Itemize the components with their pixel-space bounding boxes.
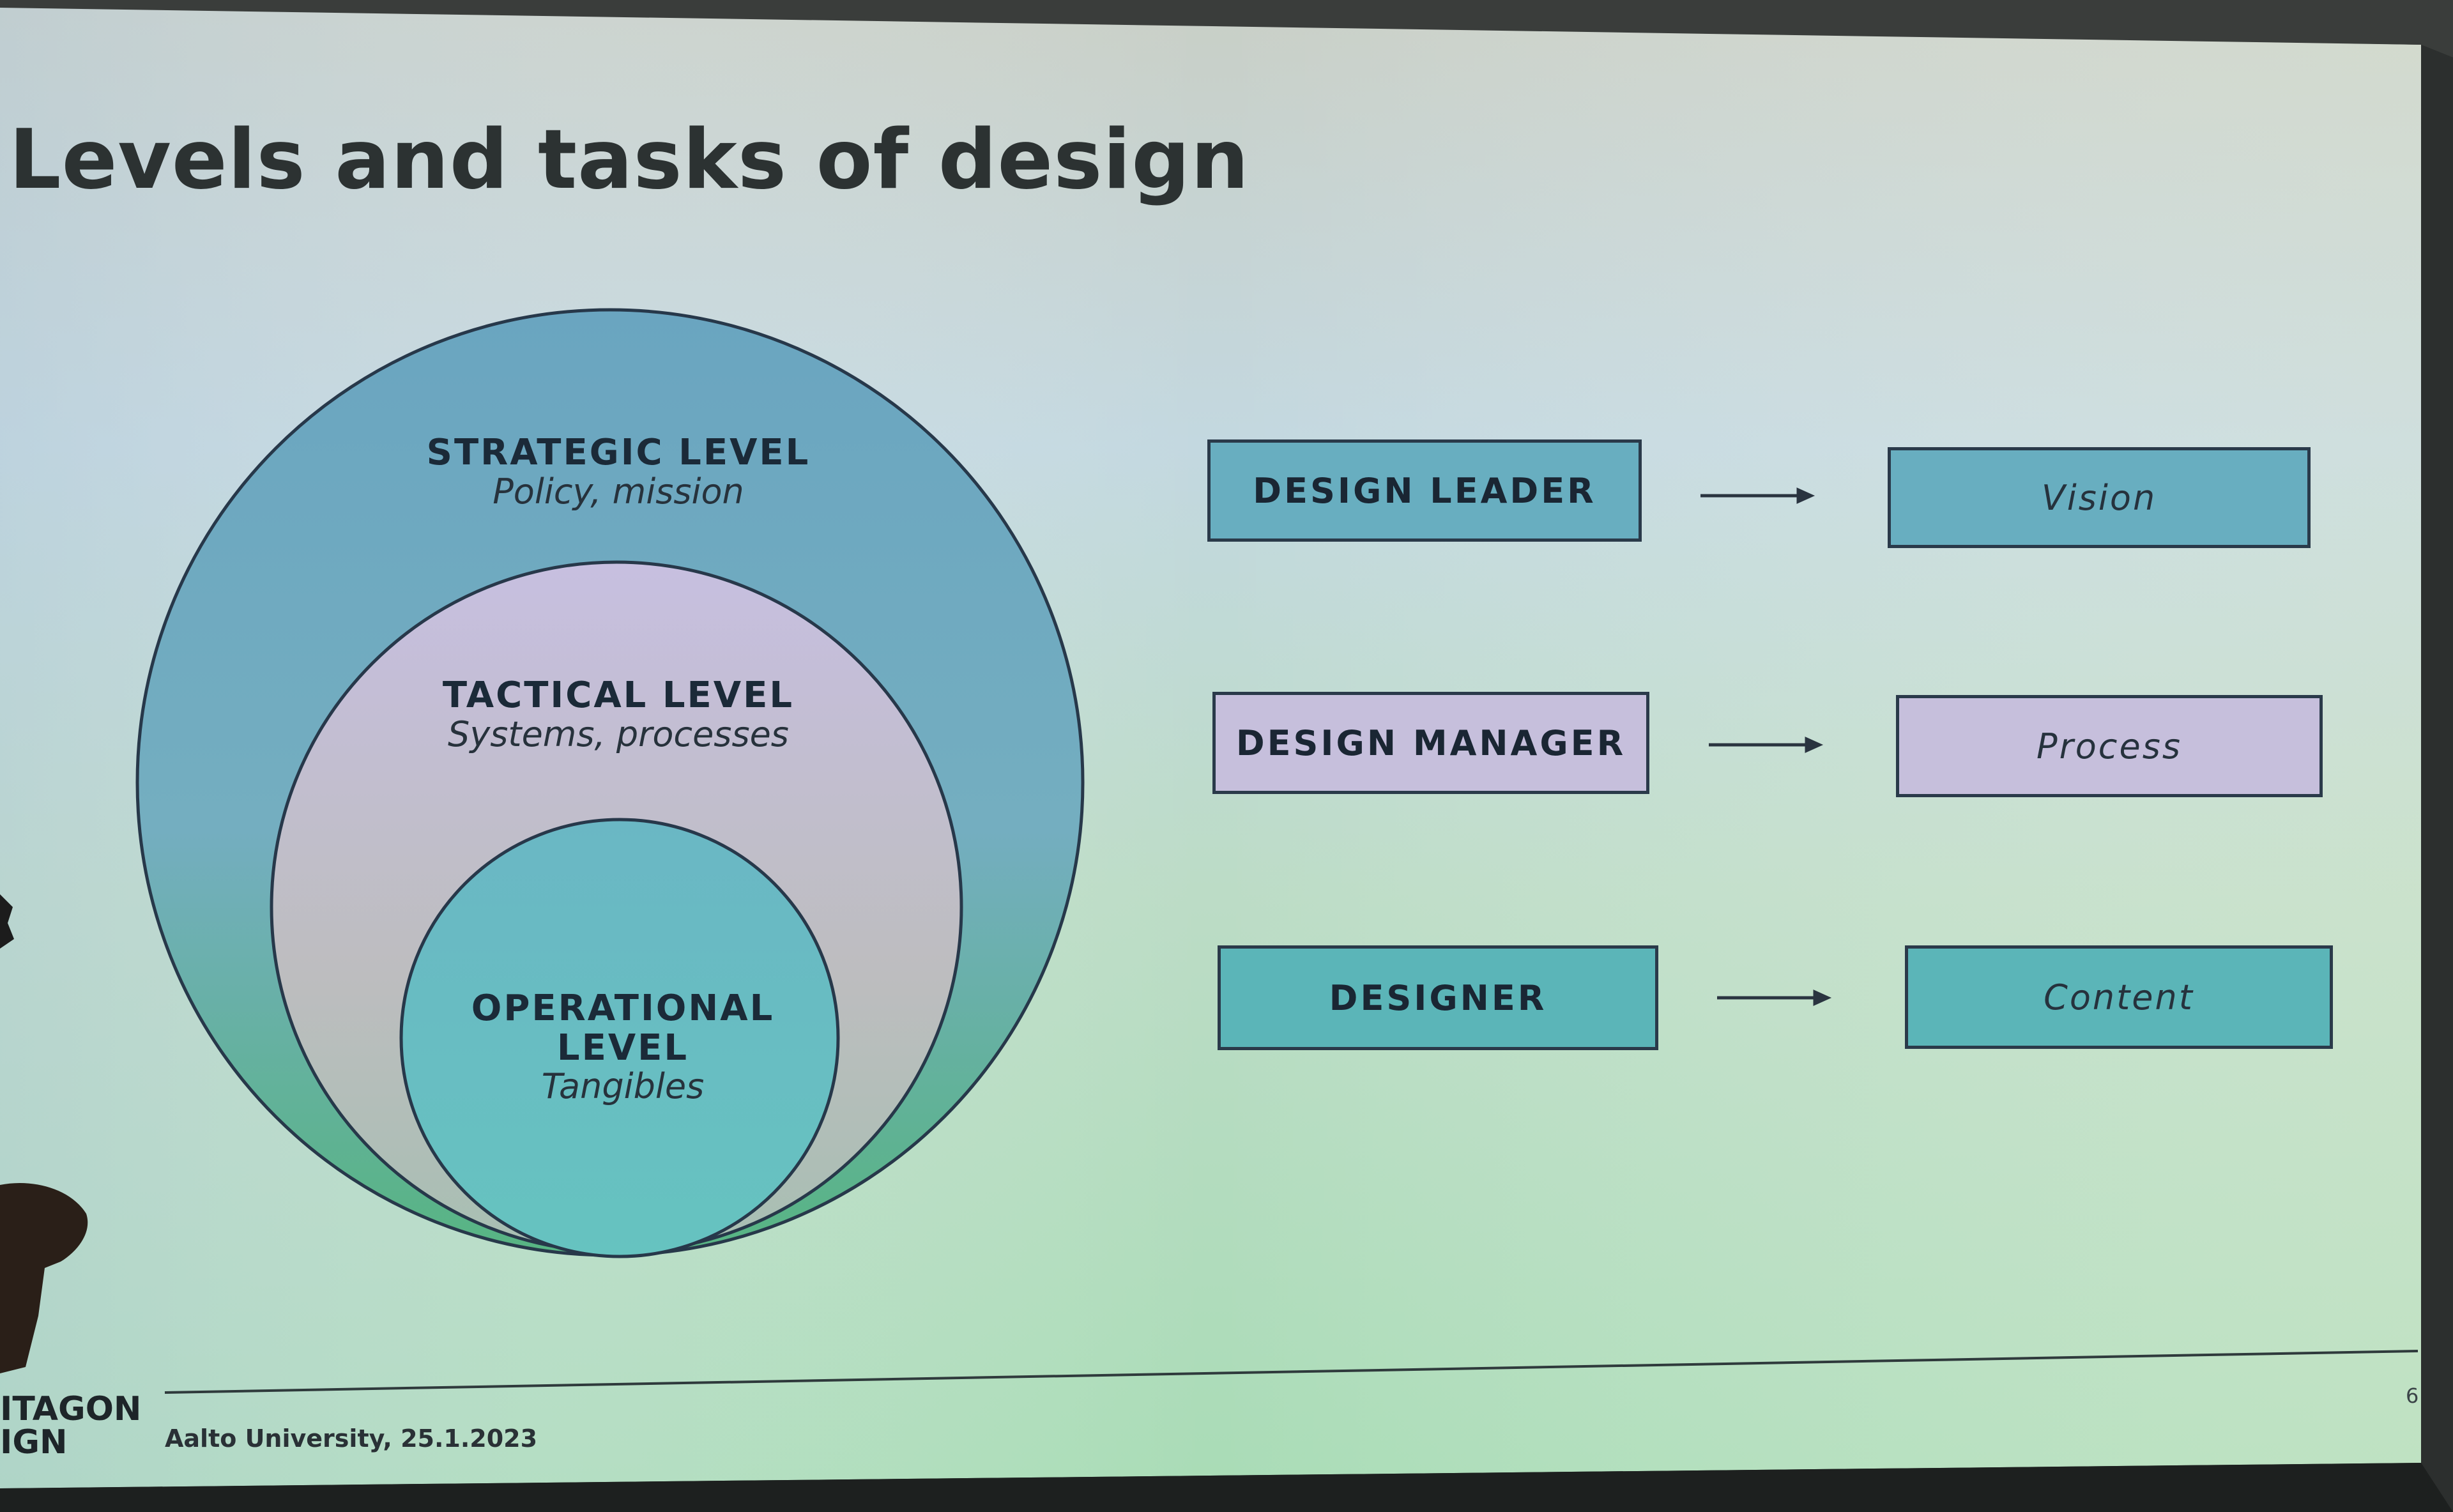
presenter-edge xyxy=(0,894,14,949)
operational-level-label: OPERATIONAL LEVEL Tangibles xyxy=(471,989,775,1106)
frame-bottom xyxy=(0,1463,2453,1512)
operational-level-subtitle: Tangibles xyxy=(541,1066,705,1107)
tactical-level-subtitle: Systems, processes xyxy=(448,714,789,754)
design-leader-label: DESIGN LEADER xyxy=(1253,470,1596,511)
design-leader-box: DESIGN LEADER xyxy=(1207,439,1642,542)
frame-top xyxy=(0,0,2453,57)
process-label: Process xyxy=(2037,726,2182,767)
footer-brand-line2: IGN xyxy=(0,1423,68,1462)
arrow-head-3 xyxy=(1813,989,1832,1006)
strategic-level-label: STRATEGIC LEVEL Policy, mission xyxy=(427,433,811,510)
footer-date: Aalto University, 25.1.2023 xyxy=(165,1424,538,1453)
operational-level-title-line2: LEVEL xyxy=(556,1027,689,1069)
design-manager-box: DESIGN MANAGER xyxy=(1212,692,1649,794)
footer-brand-line1: ITAGON xyxy=(0,1390,142,1428)
page-number: 6 xyxy=(2406,1384,2419,1408)
page-title: Levels and tasks of design xyxy=(9,112,1249,208)
operational-level-title-line1: OPERATIONAL xyxy=(471,988,775,1029)
designer-box: DESIGNER xyxy=(1218,945,1658,1050)
process-box: Process xyxy=(1896,695,2323,797)
content-box: Content xyxy=(1905,945,2333,1049)
tactical-level-title: TACTICAL LEVEL xyxy=(442,675,795,716)
operational-circle xyxy=(399,818,840,1258)
presenter-hand xyxy=(0,1183,88,1373)
footer-divider xyxy=(164,1350,2419,1394)
footer-brand-logo: ITAGON IGN xyxy=(0,1393,141,1459)
vision-box: Vision xyxy=(1888,447,2311,548)
frame-right xyxy=(2421,45,2453,1512)
strategic-level-subtitle: Policy, mission xyxy=(493,471,744,512)
vision-label: Vision xyxy=(2041,477,2157,518)
design-manager-label: DESIGN MANAGER xyxy=(1235,722,1626,763)
tactical-level-label: TACTICAL LEVEL Systems, processes xyxy=(443,676,794,753)
strategic-level-title: STRATEGIC LEVEL xyxy=(426,432,811,473)
arrow-head-1 xyxy=(1796,487,1815,504)
designer-label: DESIGNER xyxy=(1329,977,1547,1018)
content-label: Content xyxy=(2044,977,2194,1018)
arrow-head-2 xyxy=(1805,737,1824,753)
arrows xyxy=(1700,487,1832,1006)
